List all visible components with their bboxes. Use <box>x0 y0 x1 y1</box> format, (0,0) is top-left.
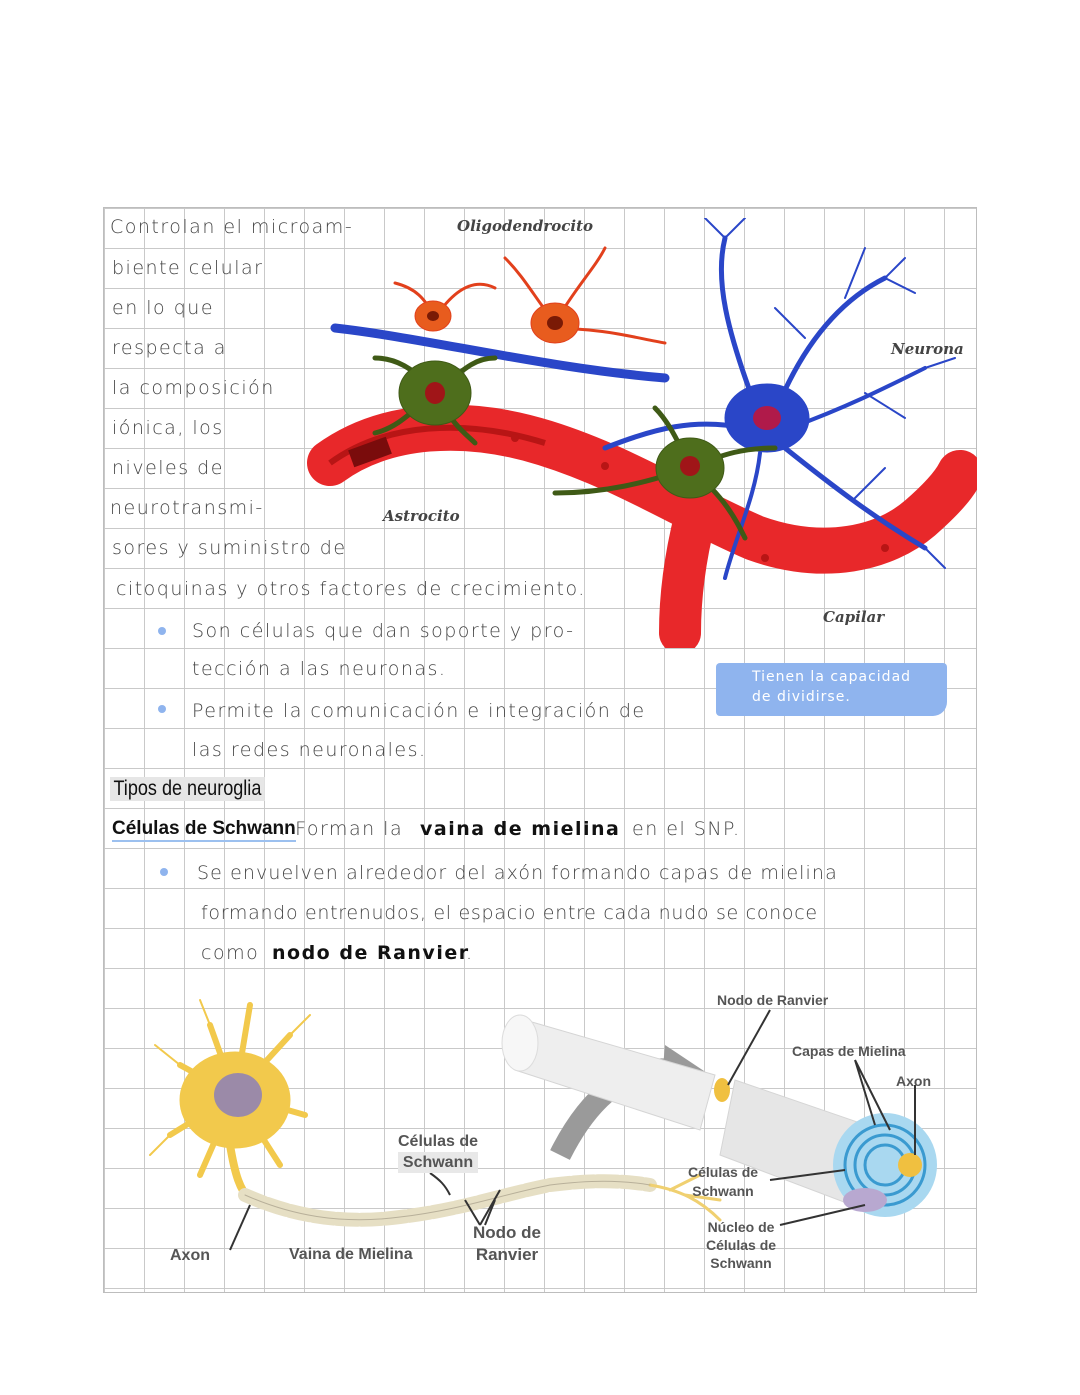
bullet2-line1: Permite la comunicación e integración de <box>192 700 646 722</box>
capillary <box>307 404 977 648</box>
label-capas-mielina: Capas de Mielina <box>792 1043 906 1059</box>
label-line: Células de <box>688 1164 759 1180</box>
bullet2-line2: las redes neuronales. <box>192 739 427 761</box>
side-note-line1: Tienen la capacidad <box>752 669 912 685</box>
bullet3-line2: formando entrenudos, el espacio entre ca… <box>201 902 818 924</box>
label-celulas-schwann-right: Células de Schwann <box>688 1163 758 1201</box>
label-line: Nodo de <box>473 1223 541 1242</box>
schwann-desc-2: vaina de mielina <box>420 818 621 840</box>
bullet1-line1: Son células que dan soporte y pro- <box>192 620 575 642</box>
side-note-line2: de dividirse. <box>752 689 851 705</box>
leader-lines <box>229 1009 916 1251</box>
schwann-desc-3: en el SNP. <box>632 818 741 840</box>
bullet1-line2: tección a las neuronas. <box>192 658 447 680</box>
label-line: Células de <box>398 1133 479 1150</box>
label-line: Schwann <box>710 1255 772 1271</box>
note-line-7: niveles de <box>112 457 224 479</box>
bullet3-line3b: nodo de Ranvier <box>272 942 470 964</box>
schwann-title: Células de Schwann <box>112 818 296 842</box>
neuron-soma <box>149 999 311 1204</box>
oligodendrocyte-cells <box>393 246 667 345</box>
bullet-dot <box>160 868 168 876</box>
label-vaina-mielina: Vaina de Mielina <box>289 1246 413 1263</box>
bullet3-line3a: como <box>201 942 260 964</box>
label-line: Ranvier <box>475 1245 539 1264</box>
label-astrocito: Astrocito <box>383 507 460 525</box>
label-axon-left: Axon <box>170 1247 210 1264</box>
bullet-dot <box>158 627 166 635</box>
label-axon-right: Axon <box>896 1073 931 1089</box>
label-line: Schwann <box>398 1152 479 1173</box>
schwann-desc-1: . Forman la <box>280 818 404 840</box>
note-line-3: en lo que <box>112 297 215 319</box>
astrocyte-cells <box>372 355 778 541</box>
label-line: Schwann <box>692 1183 754 1199</box>
note-line-5: la composición <box>112 377 275 399</box>
bullet3-line1: Se envuelven alrededor del axón formando… <box>197 862 838 884</box>
label-capilar: Capilar <box>823 608 885 626</box>
note-line-8: neurotransmi- <box>110 497 264 519</box>
note-line-4: respecta a <box>112 337 227 359</box>
bullet3-line3c: . <box>466 942 474 964</box>
note-line-9: sores y suministro de <box>112 537 347 559</box>
note-line-10: citoquinas y otros factores de crecimien… <box>116 578 586 600</box>
side-note-box: Tienen la capacidad de dividirse. <box>716 663 947 716</box>
section-heading: Tipos de neuroglia <box>110 777 265 801</box>
note-line-6: iónica, los <box>112 417 224 439</box>
note-line-2: biente celular <box>112 257 264 279</box>
label-line: Núcleo de <box>707 1219 775 1235</box>
label-celulas-schwann-mid: Células de Schwann <box>398 1131 479 1173</box>
label-oligodendrocito: Oligodendrocito <box>457 217 594 235</box>
label-line: Células de <box>706 1237 777 1253</box>
label-neurona: Neurona <box>891 340 964 358</box>
neuroglia-diagram <box>307 218 977 648</box>
bullet-dot <box>158 705 166 713</box>
schwann-cell-diagram <box>149 999 937 1251</box>
myelin-cross-section <box>501 1014 937 1217</box>
label-nodo-ranvier-mid: Nodo de Ranvier <box>473 1222 541 1266</box>
note-line-1: Controlan el microam- <box>110 216 354 238</box>
label-nucleo-schwann: Núcleo de Células de Schwann <box>706 1218 776 1272</box>
label-nodo-ranvier-top: Nodo de Ranvier <box>717 992 829 1008</box>
neuron-cell <box>330 218 956 580</box>
myelinated-axon <box>238 1173 722 1227</box>
